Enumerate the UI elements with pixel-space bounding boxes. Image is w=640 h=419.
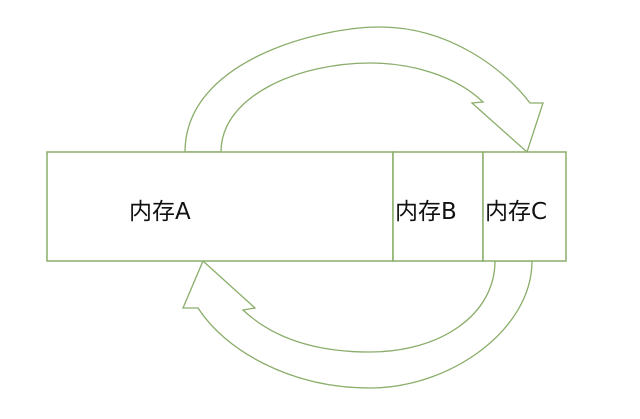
memory-block-a-label: 内存A <box>129 199 191 225</box>
memory-block-b <box>392 151 484 262</box>
top-curved-arrow <box>184 26 544 154</box>
memory-block-a <box>46 151 394 262</box>
memory-block-c-label: 内存C <box>485 199 547 225</box>
memory-block-b-label: 内存B <box>395 199 457 225</box>
memory-block-c <box>482 151 567 262</box>
bottom-curved-arrow <box>182 259 533 389</box>
